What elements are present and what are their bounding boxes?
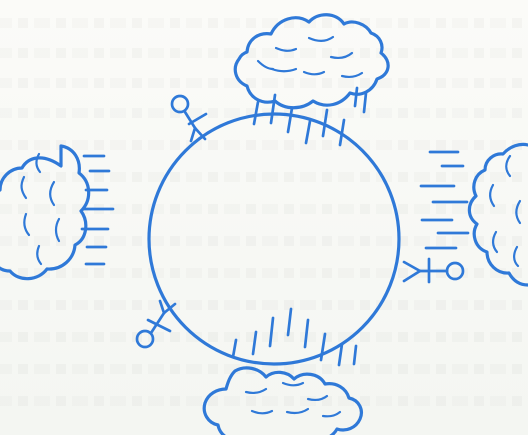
rain-line <box>233 340 236 357</box>
right-cloud-icon <box>469 144 528 285</box>
rain-line <box>253 332 256 354</box>
left-cloud-icon <box>0 146 89 279</box>
rain-line <box>321 334 325 360</box>
rain-line <box>364 93 366 112</box>
rain-line <box>305 320 308 347</box>
rain-line <box>288 108 292 132</box>
person-figure-icons <box>137 96 463 347</box>
rain-line <box>355 88 357 106</box>
rain-lines <box>82 88 468 365</box>
right-person-icon <box>404 259 463 282</box>
rain-line <box>306 121 310 143</box>
bottom-left-person-icon <box>137 301 175 347</box>
bottom-cloud-icon <box>204 368 361 435</box>
top-left-person-icon <box>172 96 206 141</box>
rain-line <box>270 318 273 346</box>
rain-line <box>354 346 356 364</box>
central-circle <box>149 114 399 364</box>
rain-line <box>271 95 275 123</box>
rain-line <box>288 309 291 335</box>
rain-line <box>254 102 258 124</box>
